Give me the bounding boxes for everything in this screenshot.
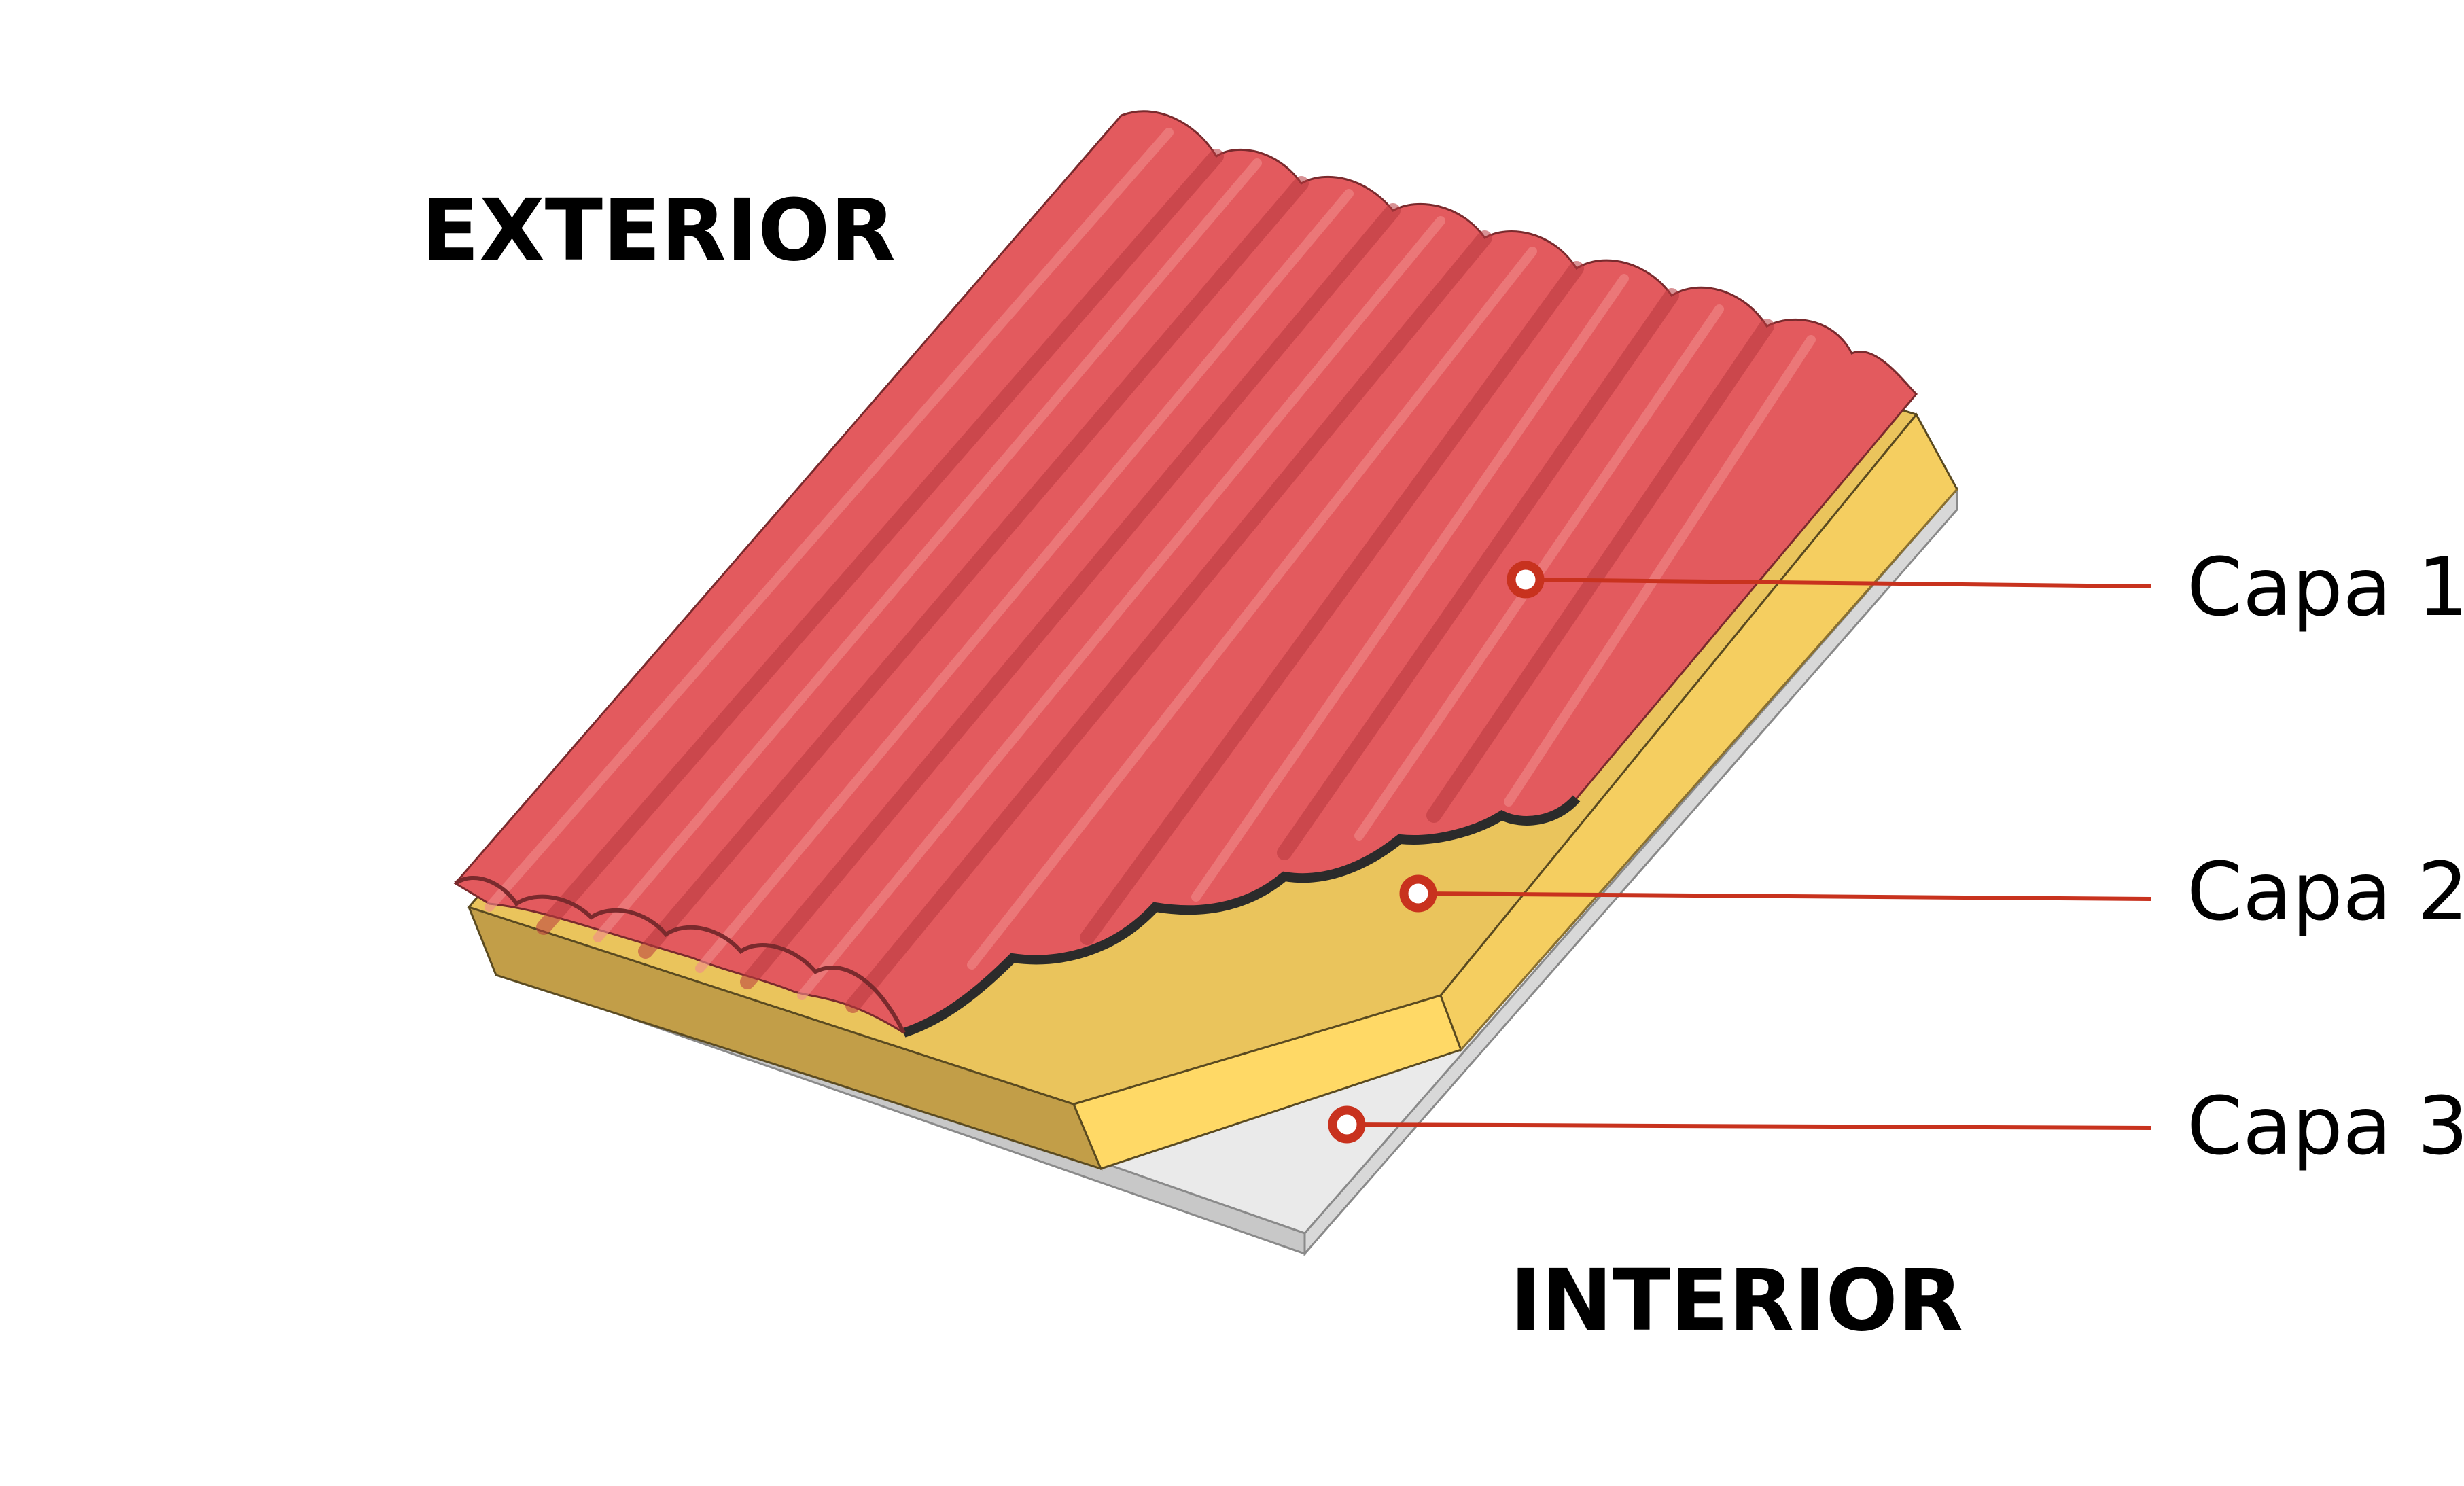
tile-corrugations xyxy=(485,128,1816,1013)
marker-dot-icon xyxy=(1399,874,1437,913)
layer-label: Capa 3 xyxy=(2187,1079,2464,1173)
tile-cut-edge xyxy=(902,795,1581,1038)
leader-line xyxy=(1346,1122,2151,1130)
tile-layer xyxy=(453,110,1918,1038)
marker-dot-icon xyxy=(1328,1105,1366,1144)
leader-line xyxy=(1525,578,2151,588)
callout-capa-3: Capa 3 xyxy=(1328,1079,2464,1173)
board-right-edge xyxy=(1303,487,1958,1256)
exterior-label: EXTERIOR xyxy=(421,181,896,280)
layer-label: Capa 1 xyxy=(2187,540,2464,634)
callout-capa-1: Capa 1 xyxy=(1507,540,2464,634)
callout-capa-2: Capa 2 xyxy=(1399,845,2464,938)
layer-label: Capa 2 xyxy=(2187,845,2464,938)
interior-label: INTERIOR xyxy=(1510,1252,1963,1350)
roof-panel-illustration xyxy=(453,110,1959,1256)
tile-front-profile xyxy=(454,875,906,1034)
marker-dot-icon xyxy=(1507,561,1545,599)
leader-line xyxy=(1418,891,2151,901)
